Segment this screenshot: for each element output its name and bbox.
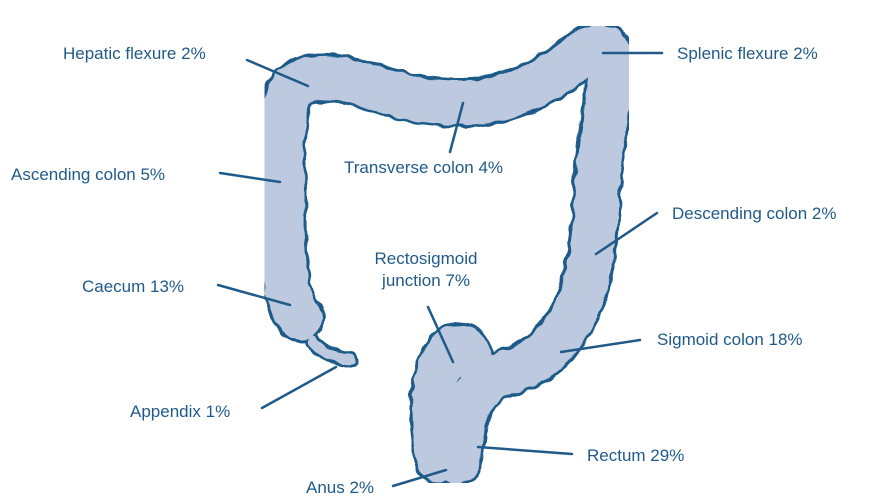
caecum-label: Caecum 13% bbox=[82, 276, 184, 298]
descending-colon-label: Descending colon 2% bbox=[672, 203, 836, 225]
rectosigmoid-label-line1: Rectosigmoid bbox=[356, 248, 496, 270]
splenic-flexure-label: Splenic flexure 2% bbox=[677, 43, 818, 65]
appendix-label: Appendix 1% bbox=[130, 401, 230, 423]
transverse-colon-label: Transverse colon 4% bbox=[344, 157, 503, 179]
rectum-leader bbox=[478, 447, 572, 454]
sigmoid-colon-label: Sigmoid colon 18% bbox=[657, 329, 803, 351]
appendix-leader bbox=[262, 367, 336, 408]
hepatic-flexure-label: Hepatic flexure 2% bbox=[63, 43, 206, 65]
rectum-label: Rectum 29% bbox=[587, 445, 684, 467]
ascending-colon-label: Ascending colon 5% bbox=[11, 164, 165, 186]
rectosigmoid-junction-label: Rectosigmoid junction 7% bbox=[356, 248, 496, 292]
rectosigmoid-label-line2: junction 7% bbox=[356, 270, 496, 292]
anus-label: Anus 2% bbox=[306, 477, 374, 496]
